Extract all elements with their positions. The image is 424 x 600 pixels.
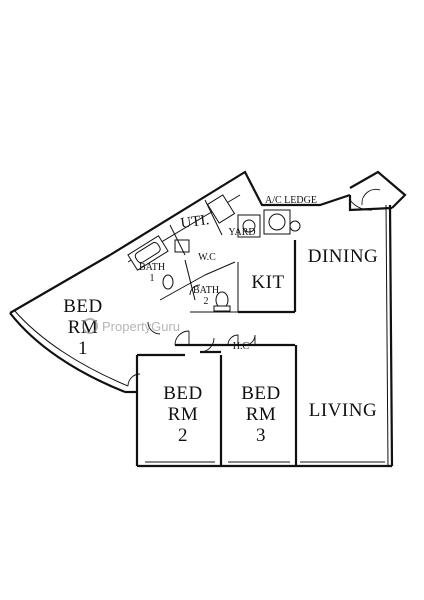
living-label: LIVING xyxy=(308,400,378,421)
bath-2-line2: 2 xyxy=(203,296,209,307)
watermark-text: PropertyGuru xyxy=(102,318,181,334)
bed-rm-1-line3: 1 xyxy=(78,338,88,359)
yard-label: YARD xyxy=(228,227,256,238)
bath-2-line1: BATH xyxy=(192,285,220,296)
outer-walls xyxy=(9,170,407,468)
bed-rm-3-label: BED RM 3 xyxy=(230,383,292,446)
watermark: PropertyGuru xyxy=(82,318,180,334)
bed-rm-3-line3: 3 xyxy=(256,425,266,446)
ac-ledge-label: A/C LEDGE xyxy=(265,195,317,206)
doors xyxy=(127,188,381,387)
bath-2-label: BATH 2 xyxy=(188,285,224,307)
bed-rm-3-line2: RM xyxy=(245,404,277,425)
propertyguru-logo-icon xyxy=(82,318,98,334)
kitchen-label: KIT xyxy=(251,272,285,293)
hc-label: H.C xyxy=(232,341,250,352)
bed-rm-2-line1: BED xyxy=(163,383,203,404)
dining-label: DINING xyxy=(307,246,379,267)
bed-rm-1-line1: BED xyxy=(63,296,103,317)
bath-1-line2: 1 xyxy=(149,273,155,284)
bed-rm-2-label: BED RM 2 xyxy=(152,383,214,446)
bath-1-label: BATH 1 xyxy=(134,262,170,284)
wc-label: W.C xyxy=(198,252,216,263)
fixtures xyxy=(127,194,301,313)
bath-1-line1: BATH xyxy=(138,262,166,273)
bed-rm-2-line3: 2 xyxy=(178,425,188,446)
bed-rm-3-line1: BED xyxy=(241,383,281,404)
bed-rm-2-line2: RM xyxy=(167,404,199,425)
